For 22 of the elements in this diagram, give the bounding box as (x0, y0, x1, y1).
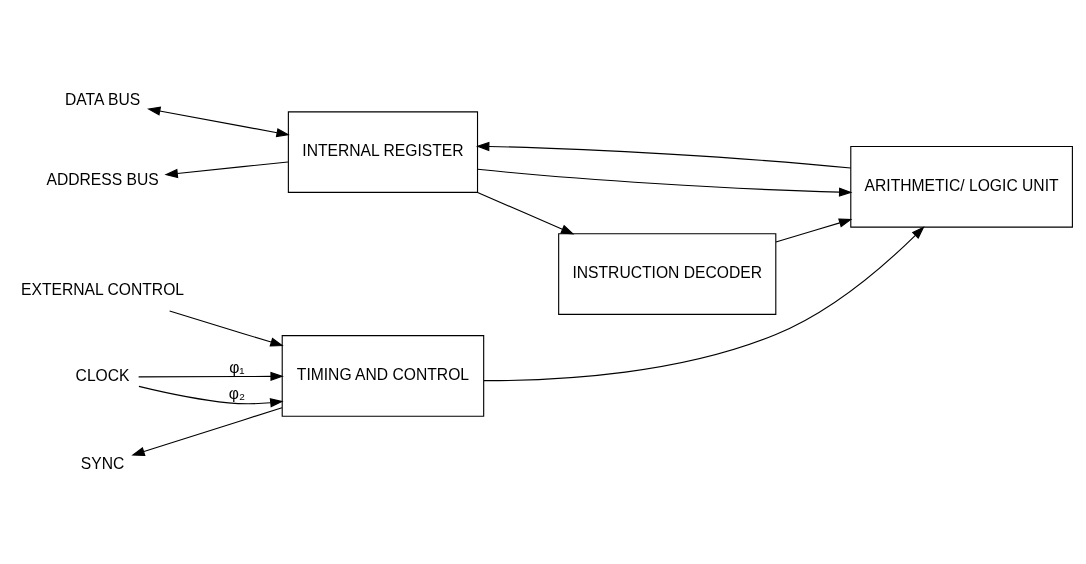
node-text: EXTERNAL CONTROL (21, 280, 185, 298)
node-box: INSTRUCTION DECODER (558, 232, 777, 315)
arrow (483, 225, 925, 381)
arrow (164, 160, 289, 178)
edge-label: φ₂ (228, 384, 245, 402)
arrow (477, 191, 575, 234)
arrow (147, 105, 290, 137)
edge-label: φ₁ (229, 358, 245, 376)
node-text: ADDRESS BUS (46, 170, 159, 188)
node-box: INTERNAL REGISTER (287, 110, 479, 193)
arrow (475, 141, 852, 169)
arrow (138, 385, 284, 407)
node-box: ARITHMETIC/ LOGIC UNIT (850, 145, 1073, 228)
node-box: TIMING AND CONTROL (281, 334, 485, 417)
arrow (138, 371, 284, 381)
arrow (169, 310, 284, 347)
arrow (477, 168, 853, 197)
node-text: CLOCK (75, 366, 130, 384)
node-text: SYNC (80, 454, 125, 472)
arrow (775, 217, 853, 243)
arrow (131, 406, 283, 456)
node-text: DATA BUS (65, 90, 141, 108)
